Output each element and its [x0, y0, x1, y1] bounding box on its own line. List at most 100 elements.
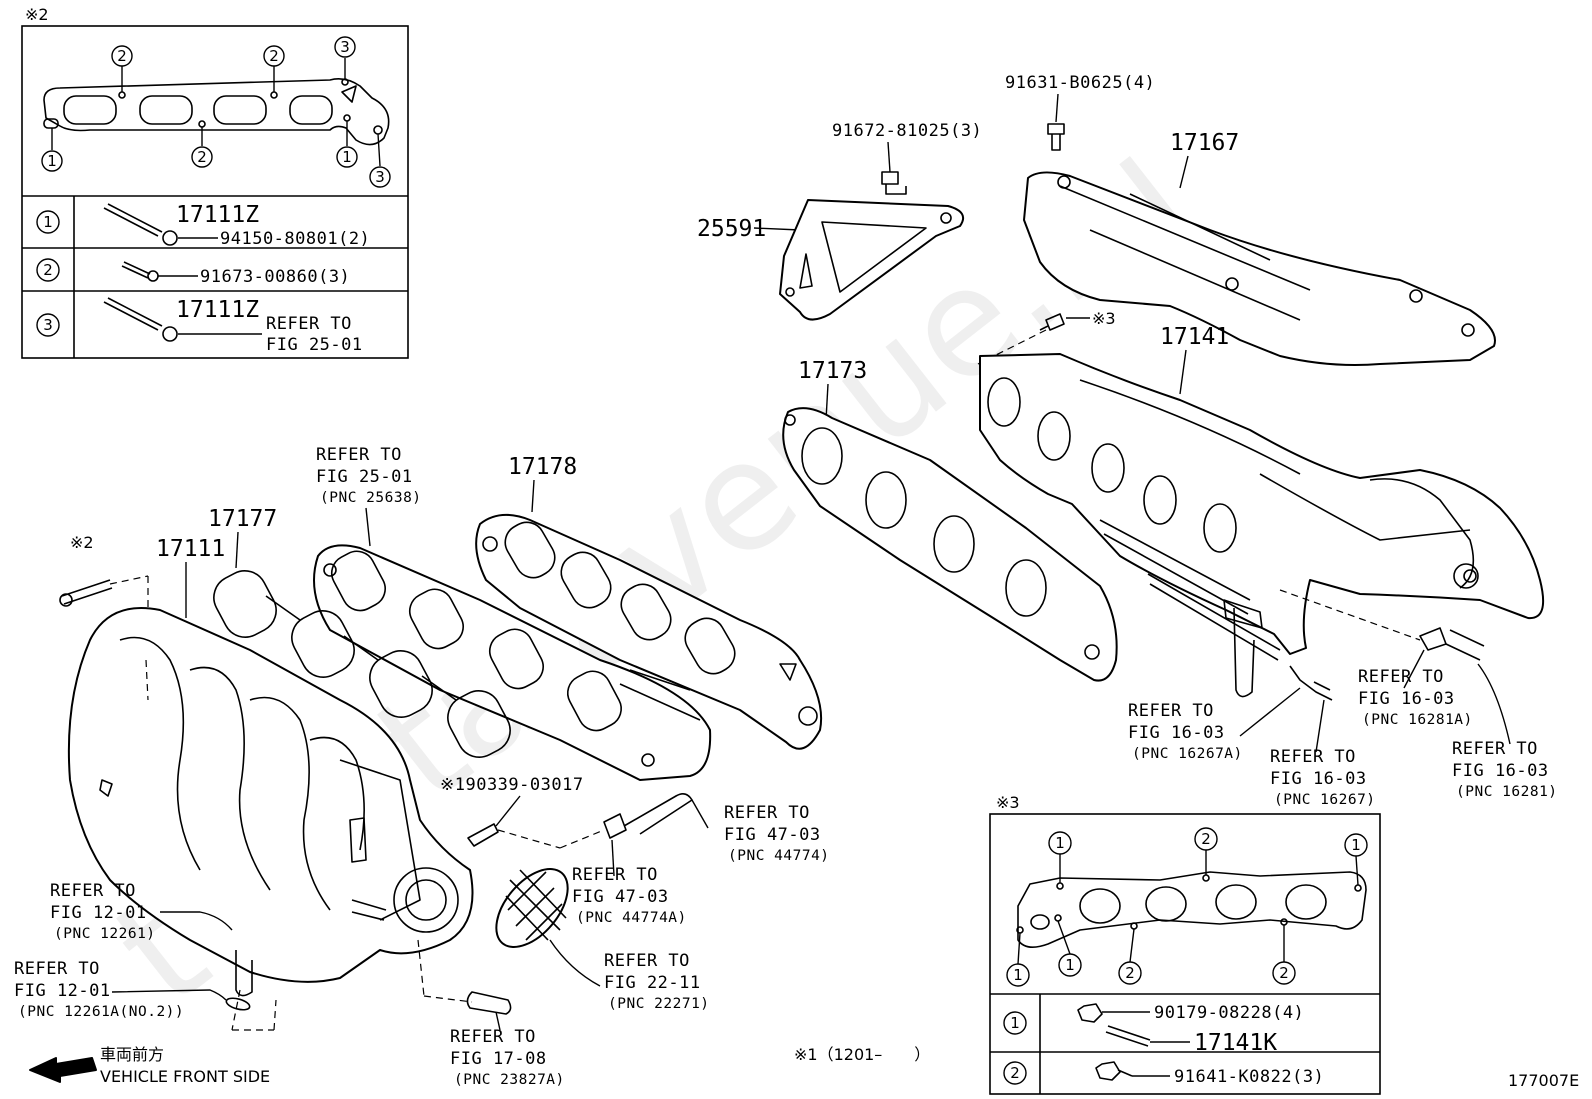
- svg-text:(PNC 44774): (PNC 44774): [728, 848, 830, 864]
- row-number: 1: [1010, 1014, 1020, 1032]
- svg-text:1: 1: [1065, 956, 1075, 974]
- row-number: 3: [43, 316, 53, 334]
- ref-25638: REFER TO FIG 25-01 (PNC 25638): [313, 445, 712, 781]
- svg-text:91631-B0625(4): 91631-B0625(4): [1005, 73, 1155, 93]
- svg-text:REFER TO: REFER TO: [604, 951, 690, 971]
- nut-90179: 90179-08228(4): [1154, 1003, 1304, 1023]
- svg-text:17167: 17167: [1170, 130, 1239, 156]
- refs-12-01: REFER TO FIG 12-01 (PNC 12261) REFER TO …: [14, 881, 251, 1020]
- svg-text:(PNC 16267): (PNC 16267): [1274, 792, 1376, 808]
- svg-text:※190339-03017: ※190339-03017: [440, 775, 584, 795]
- svg-text:1: 1: [342, 148, 352, 166]
- svg-text:(PNC 12261): (PNC 12261): [54, 926, 156, 942]
- svg-text:REFER TO: REFER TO: [14, 959, 100, 979]
- svg-text:(PNC 16281A): (PNC 16281A): [1362, 712, 1473, 728]
- svg-text:17141: 17141: [1160, 324, 1229, 350]
- svg-text:FIG 47-03: FIG 47-03: [724, 825, 821, 845]
- inset-2-mark: ※2: [25, 5, 49, 24]
- svg-text:17178: 17178: [508, 454, 577, 480]
- part-17141K: 17141K: [1194, 1030, 1277, 1056]
- part-17111Z: 17111Z: [176, 202, 259, 228]
- svg-text:FIG 25-01: FIG 25-01: [316, 467, 413, 487]
- svg-text:91672-81025(3): 91672-81025(3): [832, 121, 982, 141]
- bracket-25591: 25591: [697, 199, 964, 321]
- svg-text:FIG 22-11: FIG 22-11: [604, 973, 701, 993]
- inset-3-gasket: [1016, 871, 1367, 948]
- refs-16-03: REFER TO FIG 16-03 (PNC 16281A) REFER TO…: [1128, 589, 1558, 808]
- svg-text:FIG 47-03: FIG 47-03: [572, 887, 669, 907]
- gasket-17173: 17173: [782, 358, 1118, 682]
- intake-manifold-17111: 17111 ※2: [59, 533, 474, 997]
- svg-text:1: 1: [1013, 966, 1023, 984]
- bolt-91631: 91631-B0625(4): [1005, 73, 1155, 151]
- note-1: ※1（1201– ）: [794, 1045, 930, 1064]
- hose-44774: REFER TO FIG 47-03 (PNC 44774) REFER TO …: [572, 792, 830, 926]
- svg-text:(PNC 25638): (PNC 25638): [320, 490, 422, 506]
- svg-text:(PNC 22271): (PNC 22271): [608, 996, 710, 1012]
- svg-text:(PNC 16267A): (PNC 16267A): [1132, 746, 1243, 762]
- svg-text:3: 3: [340, 38, 350, 56]
- svg-text:1: 1: [1351, 836, 1361, 854]
- svg-text:1: 1: [47, 152, 57, 170]
- gasket-17178: 17178: [475, 454, 823, 750]
- svg-text:(PNC 16281): (PNC 16281): [1456, 784, 1558, 800]
- svg-text:REFER TO: REFER TO: [724, 803, 810, 823]
- inset-2-callout: 2 2 3 1 2 1 3: [41, 36, 391, 188]
- row-number: 2: [1010, 1064, 1020, 1082]
- svg-text:17111: 17111: [156, 536, 225, 562]
- svg-text:2: 2: [117, 47, 127, 65]
- svg-text:※3: ※3: [996, 793, 1020, 812]
- svg-text:FIG 17-08: FIG 17-08: [450, 1049, 547, 1069]
- hose-23827A: REFER TO FIG 17-08 (PNC 23827A): [417, 939, 565, 1088]
- svg-text:FIG 16-03: FIG 16-03: [1452, 761, 1549, 781]
- front-side-jp: 車両前方: [100, 1045, 164, 1064]
- svg-text:REFER TO: REFER TO: [266, 314, 352, 334]
- svg-text:17173: 17173: [798, 358, 867, 384]
- footer: 車両前方 VEHICLE FRONT SIDE ※1（1201– ） 17700…: [29, 1045, 1579, 1090]
- bolt-94150: 94150-80801(2): [220, 229, 370, 249]
- svg-text:※2: ※2: [70, 533, 94, 552]
- figure-id: 177007E: [1508, 1071, 1579, 1090]
- svg-text:REFER TO: REFER TO: [50, 881, 136, 901]
- svg-text:2: 2: [1201, 830, 1211, 848]
- svg-text:REFER TO: REFER TO: [1452, 739, 1538, 759]
- svg-text:※3: ※3: [1092, 309, 1116, 328]
- svg-text:REFER TO: REFER TO: [1270, 747, 1356, 767]
- svg-text:3: 3: [375, 168, 385, 186]
- svg-text:(PNC 12261A(NO.2)): (PNC 12261A(NO.2)): [18, 1004, 184, 1020]
- svg-text:(PNC 23827A): (PNC 23827A): [454, 1072, 565, 1088]
- exhaust-manifold-17141: 17141: [979, 324, 1544, 698]
- svg-text:FIG 16-03: FIG 16-03: [1358, 689, 1455, 709]
- inset-3-callout: 1 2 1 1 1 2 2: [1006, 827, 1368, 987]
- part-17111Z-row3: 17111Z: [176, 297, 259, 323]
- screen-22271: REFER TO FIG 22-11 (PNC 22271): [495, 867, 710, 1012]
- inset-2: ※2 2 2: [21, 5, 409, 359]
- svg-text:2: 2: [269, 47, 279, 65]
- inset-2-gasket: [43, 78, 390, 146]
- svg-text:25591: 25591: [697, 216, 766, 242]
- bolt-91673: 91673-00860(3): [200, 267, 350, 287]
- row-number: 1: [43, 213, 53, 231]
- inset-3: ※3 1 2 1 1: [989, 793, 1381, 1095]
- svg-text:2: 2: [1279, 964, 1289, 982]
- svg-text:REFER TO: REFER TO: [572, 865, 658, 885]
- svg-text:1: 1: [1055, 834, 1065, 852]
- gasket-17177: 17177: [208, 506, 511, 758]
- svg-text:FIG 25-01: FIG 25-01: [266, 335, 363, 355]
- svg-text:REFER TO: REFER TO: [450, 1027, 536, 1047]
- bolt-91641: 91641-K0822(3): [1174, 1067, 1324, 1087]
- svg-text:REFER TO: REFER TO: [316, 445, 402, 465]
- svg-text:2: 2: [197, 148, 207, 166]
- svg-text:REFER TO: REFER TO: [1128, 701, 1214, 721]
- svg-text:17177: 17177: [208, 506, 277, 532]
- row-number: 2: [43, 261, 53, 279]
- bolt-91672: 91672-81025(3): [832, 121, 982, 195]
- svg-text:FIG 12-01: FIG 12-01: [14, 981, 111, 1001]
- svg-text:(PNC 44774A): (PNC 44774A): [576, 910, 687, 926]
- svg-text:FIG 12-01: FIG 12-01: [50, 903, 147, 923]
- svg-text:FIG 16-03: FIG 16-03: [1128, 723, 1225, 743]
- svg-text:REFER TO: REFER TO: [1358, 667, 1444, 687]
- heat-insulator-17167: 17167: [1023, 130, 1496, 366]
- part-190339: ※190339-03017: [440, 775, 605, 849]
